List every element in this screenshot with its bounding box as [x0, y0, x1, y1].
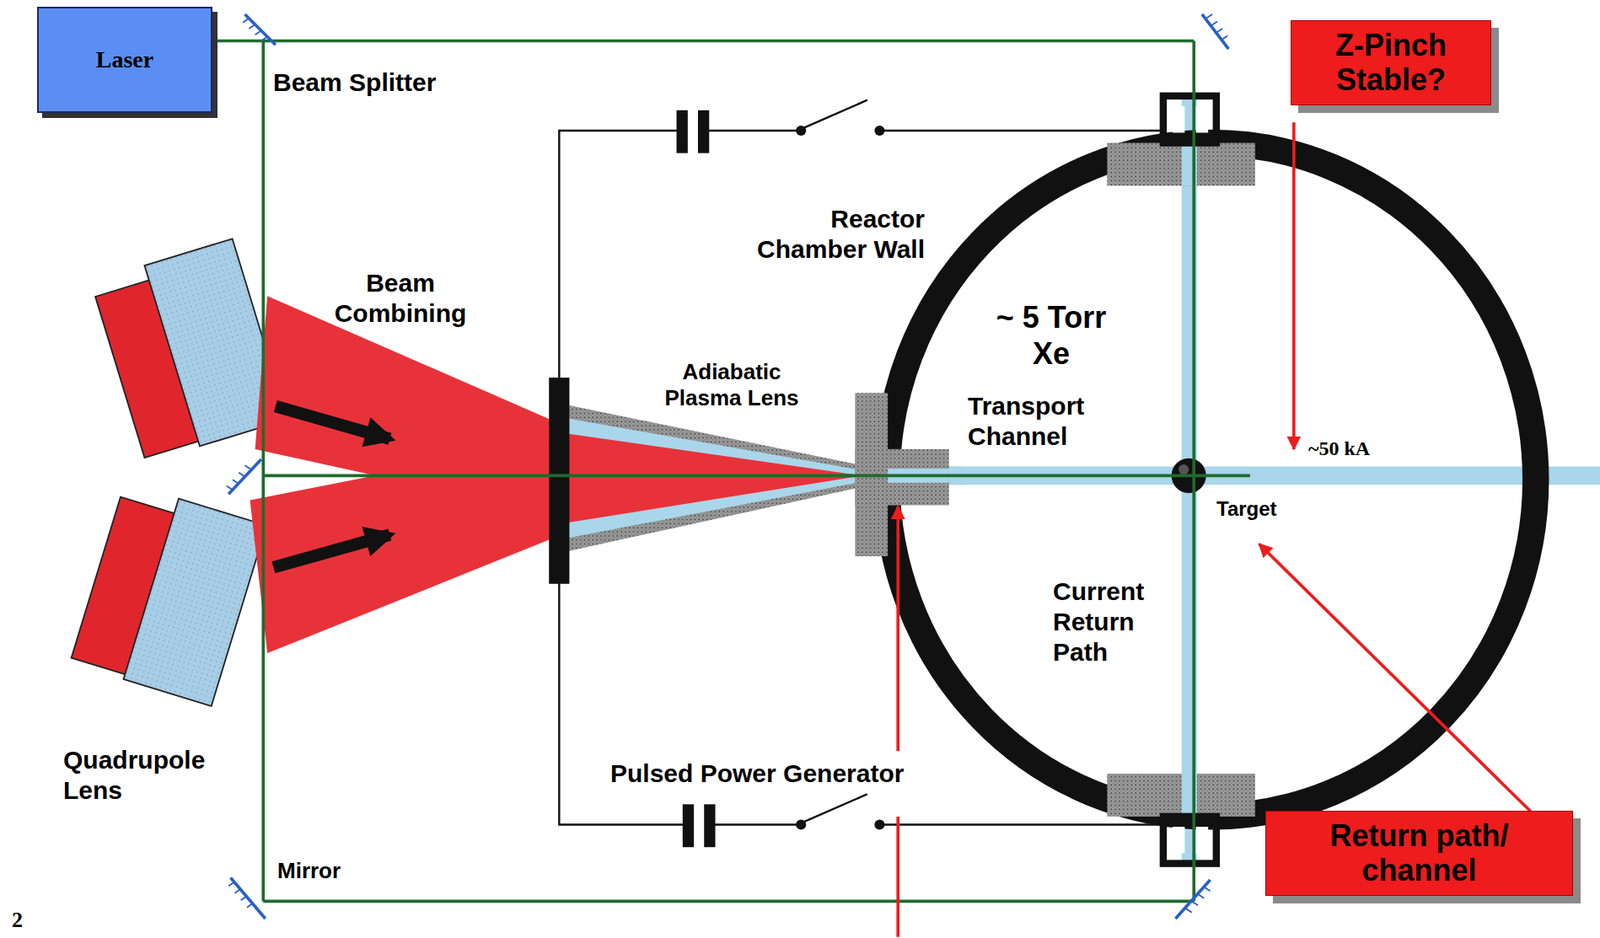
part-label: Target	[1216, 497, 1318, 522]
part-label: Current Return Path	[1052, 576, 1171, 668]
circuit-wire	[558, 100, 1164, 826]
value-label: ~50 kA	[1308, 436, 1427, 462]
capacitor-plate	[697, 110, 709, 154]
wire	[883, 823, 1164, 826]
target-highlight	[1178, 464, 1189, 475]
hatch	[226, 465, 252, 490]
laser-beam	[1191, 40, 1196, 902]
condition-label: ~ 5 Torr Xe	[987, 299, 1115, 372]
switch-contact	[795, 125, 806, 136]
leader-line	[1259, 544, 1531, 812]
box-text: Return path/ channel	[1272, 818, 1566, 889]
switch-contact	[795, 820, 806, 831]
quadrupole-lens	[69, 482, 267, 707]
switch-blade	[801, 794, 867, 823]
part-label: Mirror	[277, 858, 413, 885]
laser-path	[212, 40, 1251, 902]
leader-line	[1292, 122, 1296, 450]
mirror-symbol	[228, 14, 1229, 919]
hatch	[1186, 886, 1211, 913]
mirror	[230, 878, 266, 919]
part-label: Pulsed Power Generator	[610, 758, 999, 790]
electrode-gap	[1196, 106, 1209, 133]
switch-blade	[801, 100, 867, 129]
leader-line	[896, 816, 900, 938]
electrode-gap	[1172, 826, 1186, 854]
hatch	[242, 18, 268, 42]
part-label: Quadrupole Lens	[63, 745, 215, 806]
hatch	[1206, 14, 1228, 40]
laser-box: Laser	[37, 6, 213, 113]
wire	[883, 129, 1164, 132]
direction-arrow	[275, 406, 391, 440]
box-text: Laser	[96, 46, 154, 74]
hatch	[228, 881, 253, 908]
laser-beam	[263, 900, 1194, 904]
leader-line	[896, 506, 900, 752]
part-label: Reactor Chamber Wall	[743, 204, 925, 265]
laser-beam	[263, 474, 1251, 478]
capacitor-plate	[676, 110, 688, 154]
electrode	[1163, 96, 1217, 144]
switch-contact	[874, 125, 885, 136]
mirror	[1202, 14, 1229, 49]
callout-box: Return path/ channel	[1265, 810, 1574, 897]
electrode-plate	[548, 377, 570, 585]
mirror	[1175, 880, 1210, 919]
ion-beam	[568, 434, 863, 523]
part-label: Transport Channel	[967, 391, 1128, 452]
mirror	[245, 14, 276, 45]
wire	[714, 823, 798, 826]
quadrupole-face	[123, 499, 267, 707]
laser-beam	[261, 40, 265, 902]
chamber-wall	[886, 143, 1536, 817]
laser-beam	[212, 39, 1194, 43]
wire	[558, 581, 684, 825]
ion-beam	[250, 436, 572, 654]
wire	[708, 129, 799, 132]
flange	[1106, 143, 1256, 187]
capacitor-plate	[682, 804, 694, 848]
mirror-hatch	[226, 14, 1228, 913]
electrode	[1163, 816, 1217, 865]
part-label: Beam Combining	[328, 268, 473, 329]
callout-box: Z-Pinch Stable?	[1290, 20, 1492, 106]
part-label: Beam Splitter	[273, 67, 510, 98]
wire	[558, 130, 677, 381]
capacitor-plate	[703, 804, 715, 848]
direction-arrow	[273, 535, 390, 569]
flange	[1106, 773, 1256, 817]
electrode-gap	[1172, 106, 1186, 133]
switch-contact	[874, 820, 885, 831]
electrode-gap	[1196, 826, 1209, 854]
page-number: 2	[11, 907, 46, 934]
box-text: Z-Pinch Stable?	[1298, 27, 1484, 98]
part-label: Adiabatic Plasma Lens	[651, 359, 812, 412]
